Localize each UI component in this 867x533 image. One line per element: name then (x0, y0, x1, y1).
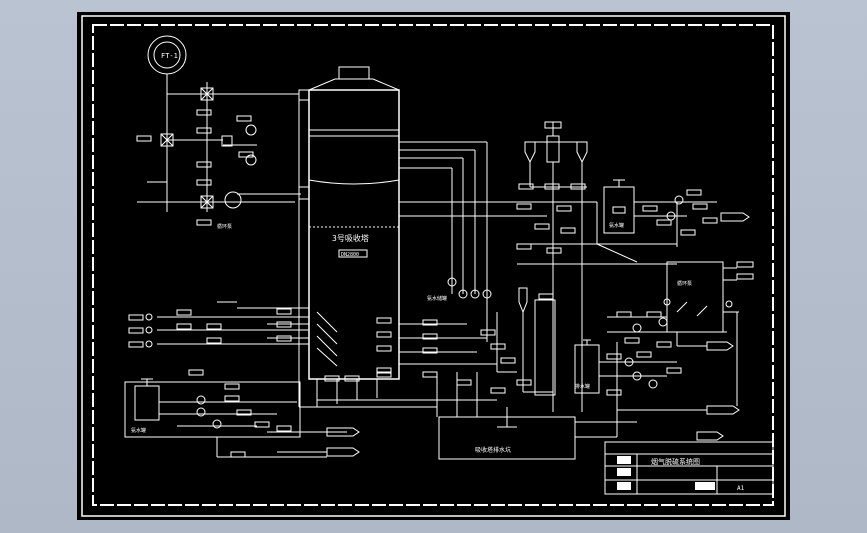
cyclone-group (518, 121, 588, 412)
tank-label: 氨水罐 (609, 222, 624, 229)
absorber-tower: 3号吸收塔 DN2800 (298, 66, 400, 407)
left-tank-assembly: 氨水罐 (124, 369, 327, 458)
drawing-sheet[interactable]: FT-1 循环泵 (77, 12, 790, 520)
tank-mid-label: 排水罐 (575, 383, 590, 390)
title-block: 烟气脱硫系统图 A1 (604, 441, 774, 495)
ammonia-label: 氨水储罐 (427, 295, 447, 302)
ammonia-tank-unit: 氨水罐 (603, 179, 750, 247)
fan-label: FT-1 (161, 52, 178, 60)
inner-border (92, 24, 774, 506)
fan-unit: FT-1 (147, 35, 187, 75)
valve-2 (160, 133, 174, 147)
tower-sub-label: DN2800 (341, 252, 359, 258)
drain-tank: 排水罐 (574, 339, 740, 441)
separator-column (518, 287, 556, 396)
pit-label: 吸收塔排水坑 (475, 446, 511, 454)
tank-left-label: 氨水罐 (131, 427, 146, 434)
tower-label: 3号吸收塔 (332, 233, 369, 243)
pump-1 (224, 191, 242, 209)
outer-border (81, 15, 786, 517)
pump-label: 循环泵 (217, 223, 232, 230)
valve-1 (200, 87, 214, 101)
title-block-title: 烟气脱硫系统图 (651, 457, 700, 466)
sump-pit: 吸收塔排水坑 (438, 407, 576, 460)
valve-3 (200, 195, 214, 209)
process-flow-diagram: FT-1 循环泵 (81, 15, 786, 517)
pump-label-cabinet: 循环泵 (677, 280, 692, 287)
control-cabinet: 循环泵 (607, 261, 754, 406)
title-block-page: A1 (737, 485, 745, 492)
